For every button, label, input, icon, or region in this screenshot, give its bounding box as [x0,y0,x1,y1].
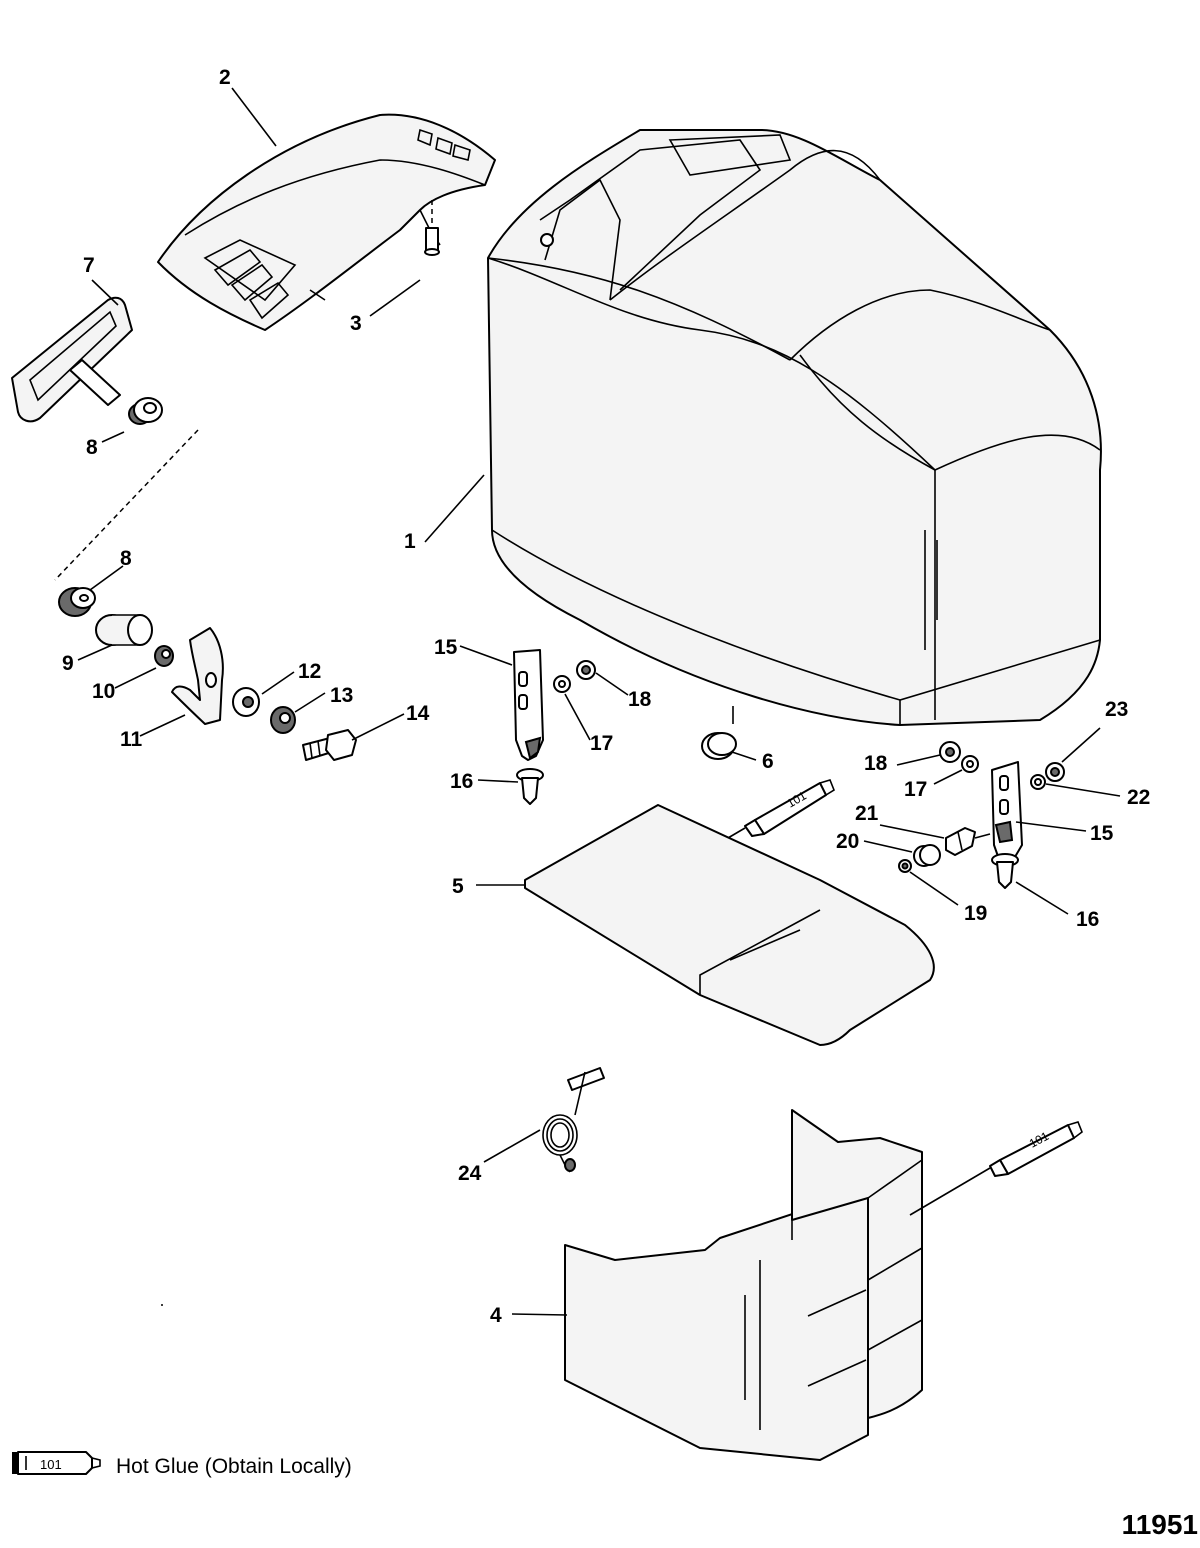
nut-19 [898,859,912,873]
legend-tube-label: 101 [40,1457,62,1472]
bracket-right [991,761,1023,863]
grommet-upper [128,397,163,425]
top-cowl [487,129,1102,726]
bolt [302,729,357,761]
stud-21 [945,827,991,856]
callout-6: 6 [762,750,774,773]
callout-12: 12 [298,660,321,683]
callout-20: 20 [836,830,859,853]
callout-10: 10 [92,680,115,703]
washer-17-left [553,675,571,693]
callout-11: 11 [120,728,143,751]
pad [524,804,935,1046]
grommet-lower [58,587,96,617]
leader-lines [77,87,1121,1316]
callout-9: 9 [62,652,74,675]
callout-5: 5 [452,875,464,898]
callout-3: 3 [350,312,362,335]
rivet-left [516,768,544,805]
callouts: 1 2 3 4 5 6 7 8 8 9 10 11 12 13 14 15 15… [62,66,1150,1327]
callout-24: 24 [458,1162,482,1185]
callout-1: 1 [404,530,416,553]
callout-7: 7 [83,254,95,277]
callout-22: 22 [1127,786,1150,809]
callout-17-left: 17 [590,732,613,755]
alignment-line [54,429,199,581]
legend-text: Hot Glue (Obtain Locally) [116,1455,352,1478]
washer-10 [154,645,174,667]
callout-19: 19 [964,902,987,925]
washer-12 [232,687,260,717]
stray-dot [161,1304,163,1306]
latch-hook [171,627,224,725]
callout-4: 4 [490,1304,502,1327]
legend-tube-cap [12,1452,18,1474]
washer-22 [1030,774,1046,790]
callout-8-lower: 8 [120,547,132,570]
handle [11,296,133,423]
nut-18-right [939,741,961,763]
callout-8-upper: 8 [86,436,98,459]
bracket-left [513,649,544,761]
legend: 101 Hot Glue (Obtain Locally) [12,1451,352,1478]
callout-15-left: 15 [434,636,458,659]
rivet-right [991,853,1019,889]
nut-13 [270,706,296,734]
glue-tube-lower: 101 [909,1121,1083,1216]
callout-2: 2 [219,66,231,89]
nut-23 [1045,762,1065,782]
callout-18-left: 18 [628,688,652,711]
callout-21: 21 [855,802,879,825]
washer-17-right [961,755,979,773]
spacer-20 [913,844,941,867]
air-intake-cover [157,113,496,331]
callout-17-right: 17 [904,778,927,801]
callout-14: 14 [406,702,430,725]
side-cover [564,1109,923,1461]
spacer [95,614,153,646]
screw [424,200,440,256]
callout-23: 23 [1105,698,1128,721]
nut-18-left [576,660,596,680]
callout-18-right: 18 [864,752,888,775]
callout-16-right: 16 [1076,908,1099,931]
callout-16-left: 16 [450,770,473,793]
lanyard [542,1067,605,1173]
callout-15-right: 15 [1090,822,1114,845]
plug [701,706,737,760]
callout-13: 13 [330,684,353,707]
figure-number: 11951 [1122,1509,1198,1540]
